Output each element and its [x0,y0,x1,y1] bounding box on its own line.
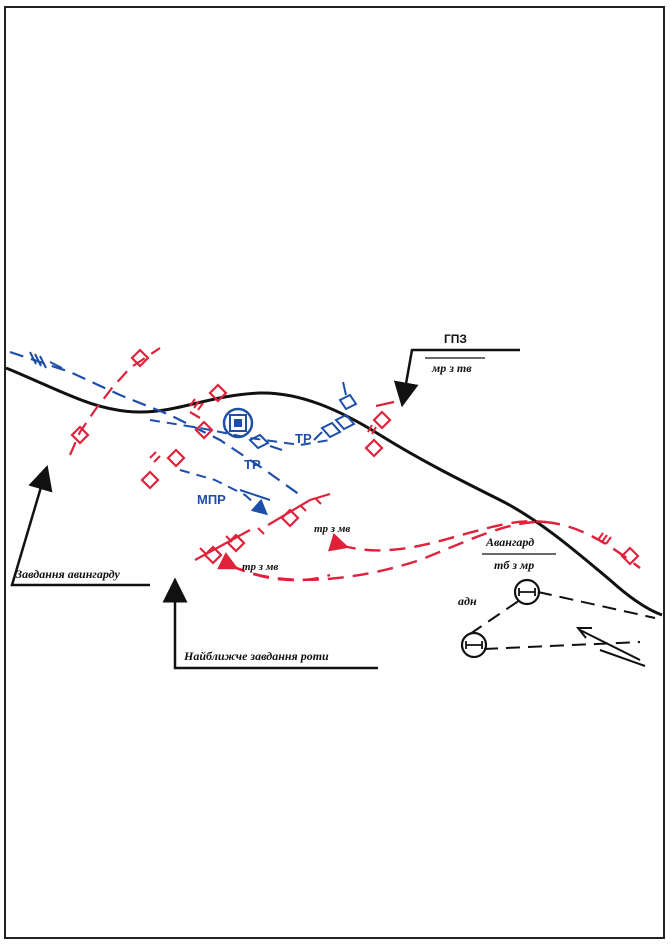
terrain-line [5,366,663,617]
task-company-leader [162,577,378,670]
label-task-company: Найближче завдання роти [183,649,329,663]
label-avangard: Авангард [485,535,534,549]
label-gpz: ГПЗ [444,332,467,346]
command-post-icon [222,407,254,439]
label-mpr: МПР [197,492,226,507]
red-line-upper [68,347,161,456]
label-tr-mv-2: тр з мв [242,561,278,573]
blue-advance-line [9,350,301,496]
task-vanguard-leader [10,465,150,587]
label-avangard-sub: тб з мр [494,558,534,572]
red-hatch-marks [149,398,612,545]
artillery-battalion-group [460,578,656,667]
red-arc-lower [229,520,641,581]
label-adn: адн [458,594,477,608]
blue-recon-diamonds [239,381,358,501]
label-tr-mv-1: тр з мв [314,523,350,535]
label-tr-1: ТР [295,431,312,446]
red-arc-upper [328,520,546,552]
label-task-vanguard: Завдання авингарду [15,567,120,581]
label-gpz-sub: мр з тв [431,361,472,375]
blue-route-tr [149,419,331,447]
red-arc-left [217,552,331,582]
blue-route-mpr [179,469,268,516]
page-frame [4,6,665,939]
red-positions [70,348,640,566]
gpz-leader [393,348,520,408]
label-tr-2: ТР [244,457,261,472]
red-ticks-lines [199,497,322,555]
blue-hatch-marks [29,351,63,369]
